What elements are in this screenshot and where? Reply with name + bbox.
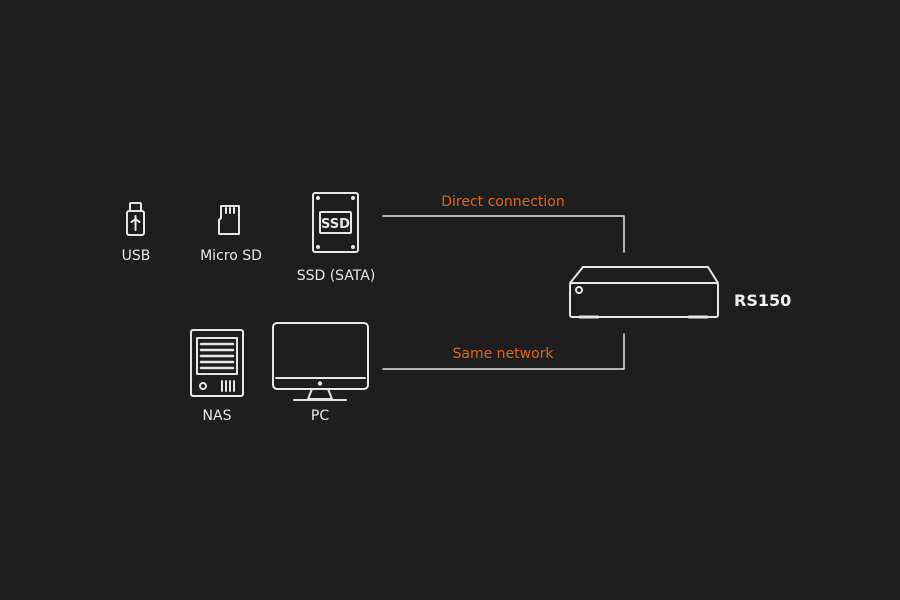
usb-icon (126, 202, 145, 236)
micro-sd-icon (218, 205, 240, 235)
device-name-label: RS150 (734, 291, 792, 310)
pc-label: PC (310, 408, 330, 424)
rs150-device-icon (569, 266, 719, 319)
nas-icon (190, 329, 244, 397)
pc-icon (272, 322, 369, 401)
same-network-label: Same network (452, 346, 554, 362)
direct-connection-label: Direct connection (441, 194, 565, 210)
usb-label: USB (121, 248, 151, 264)
network-connection-line (382, 333, 625, 370)
direct-connection-line (382, 215, 625, 253)
ssd-badge-text: SSD (321, 217, 350, 232)
ssd-icon (312, 192, 359, 253)
ssd-label: SSD (SATA) (296, 268, 376, 284)
nas-label: NAS (202, 408, 232, 424)
micro-sd-label: Micro SD (200, 248, 262, 264)
